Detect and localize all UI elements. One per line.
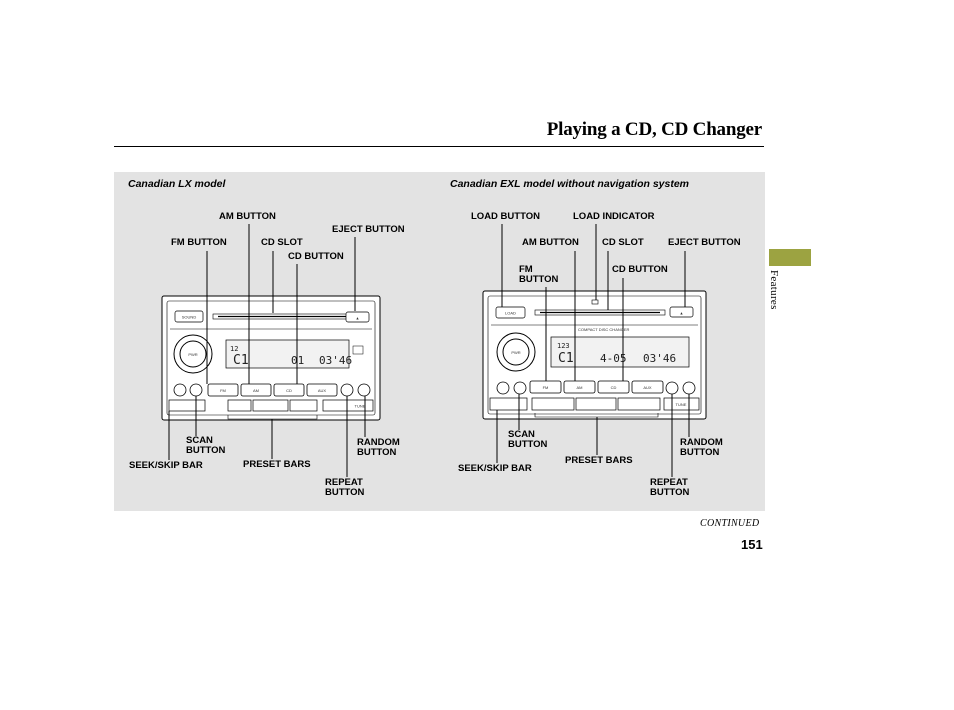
exl-aux-button — [631, 380, 664, 394]
exl-tune-text: TUNE — [676, 402, 687, 407]
exl-display-preset: 123 — [557, 342, 570, 350]
lx-display-preset: 12 — [230, 345, 238, 353]
lx-am-text: AM — [253, 388, 259, 393]
lx-pwr-text: PWR — [188, 352, 197, 357]
exl-random-button-label: RANDOM BUTTON — [680, 437, 723, 458]
lx-scan-button-label: SCAN BUTTON — [186, 435, 226, 456]
lx-radio-unit: SOUND ▲ PWR 12 C1 01 03'46 FM AM CD AUX — [161, 295, 381, 421]
exl-leader-lines — [496, 224, 690, 477]
exl-display-time: 03'46 — [643, 352, 676, 365]
exl-display-track: 4-05 — [600, 352, 627, 365]
exl-radio-unit: LOAD ▲ COMPACT DISC CHANGER PWR 123 C1 4… — [482, 290, 707, 420]
exl-display — [550, 336, 690, 368]
exl-fm-button-label: FM BUTTON — [519, 264, 559, 285]
continued-note: CONTINUED — [700, 518, 760, 529]
page-title: Playing a CD, CD Changer — [546, 119, 762, 140]
exl-random-button — [682, 381, 696, 395]
lx-seek-skip-bar — [168, 399, 206, 412]
lx-cd-slot-label: CD SLOT — [261, 237, 303, 248]
lx-disc-icon — [352, 345, 364, 355]
exl-am-text: AM — [577, 385, 583, 390]
exl-preset-bar-3 — [617, 397, 661, 411]
lx-display-disc: C1 — [233, 353, 249, 368]
exl-load-indicator — [591, 299, 599, 305]
exl-load-text: LOAD — [505, 311, 516, 316]
title-rule — [114, 146, 764, 147]
lx-cd-button — [273, 383, 305, 397]
exl-am-button — [563, 380, 596, 394]
exl-unit-inner — [487, 295, 702, 415]
exl-scan-button — [496, 381, 510, 395]
exl-preset-bar-2 — [575, 397, 617, 411]
lx-cd-text: CD — [286, 388, 292, 393]
exl-fm-text: FM — [543, 385, 549, 390]
lx-fm-button-label: FM BUTTON — [171, 237, 227, 248]
exl-model-heading: Canadian EXL model without navigation sy… — [450, 178, 690, 190]
exl-cd-text: CD — [611, 385, 617, 390]
exl-pwr-text: PWR — [511, 350, 520, 355]
exl-cd-button-label: CD BUTTON — [612, 264, 668, 275]
lx-fm-button — [207, 383, 239, 397]
lx-preset-bar-1 — [227, 399, 252, 412]
exl-eject-button — [669, 306, 694, 318]
lx-tune-text: TUNE — [355, 404, 366, 409]
exl-cd-slot-label: CD SLOT — [602, 237, 644, 248]
exl-aux-text: AUX — [643, 385, 652, 390]
lx-repeat-button — [340, 383, 354, 397]
exl-display-disc: C1 — [558, 351, 574, 366]
page-number: 151 — [741, 537, 763, 552]
lx-seek-skip-bar-label: SEEK/SKIP BAR — [129, 460, 203, 471]
lx-eject-icon: ▲ — [356, 316, 360, 321]
exl-scan-button-label: SCAN BUTTON — [508, 429, 548, 450]
section-tab — [769, 249, 811, 266]
lx-volume-knob — [179, 340, 207, 368]
lx-display-track: 01 — [291, 354, 304, 367]
exl-changer-text: COMPACT DISC CHANGER — [578, 327, 630, 332]
lx-am-button — [240, 383, 272, 397]
lx-aux-button — [306, 383, 338, 397]
exl-repeat-button — [665, 381, 679, 395]
lx-am-button-label: AM BUTTON — [219, 211, 276, 222]
exl-seek-skip-bar-label: SEEK/SKIP BAR — [458, 463, 532, 474]
exl-load-button-label: LOAD BUTTON — [471, 211, 540, 222]
lx-preset-bar-3 — [289, 399, 318, 412]
lx-model-heading: Canadian LX model — [128, 178, 226, 190]
lx-preset-bars-label: PRESET BARS — [243, 459, 311, 470]
lx-fm-text: FM — [220, 388, 226, 393]
lx-random-button-label: RANDOM BUTTON — [357, 437, 400, 458]
lx-preset-bar-2 — [252, 399, 289, 412]
lx-unit-inner — [166, 300, 376, 416]
exl-preset-bar-1 — [531, 397, 575, 411]
lx-sound-text: SOUND — [182, 315, 197, 320]
lx-cd-button-label: CD BUTTON — [288, 251, 344, 262]
lx-display-time: 03'46 — [319, 354, 352, 367]
exl-volume-knob — [502, 338, 530, 366]
exl-tune-bar — [663, 397, 700, 411]
exl-preset-bars-label: PRESET BARS — [565, 455, 633, 466]
lx-random-button — [357, 383, 371, 397]
lx-scan-button-2 — [189, 383, 203, 397]
lx-scan-button — [173, 383, 187, 397]
exl-repeat-button-label: REPEAT BUTTON — [650, 477, 690, 498]
section-label: Features — [768, 270, 780, 310]
exl-am-button-label: AM BUTTON — [522, 237, 579, 248]
lx-tune-bar — [322, 399, 374, 412]
exl-eject-icon: ▲ — [680, 311, 684, 316]
exl-load-button — [495, 306, 526, 319]
lx-eject-button — [345, 311, 370, 323]
lx-display — [225, 339, 350, 369]
exl-seek-skip-bar — [489, 397, 528, 411]
lx-leader-lines — [168, 224, 366, 477]
lx-sound-button — [174, 310, 204, 323]
lx-eject-button-label: EJECT BUTTON — [332, 224, 405, 235]
exl-scan-button-2 — [513, 381, 527, 395]
exl-eject-button-label: EJECT BUTTON — [668, 237, 741, 248]
lx-aux-text: AUX — [318, 388, 327, 393]
exl-load-indicator-label: LOAD INDICATOR — [573, 211, 655, 222]
exl-cd-button — [597, 380, 630, 394]
lx-repeat-button-label: REPEAT BUTTON — [325, 477, 365, 498]
